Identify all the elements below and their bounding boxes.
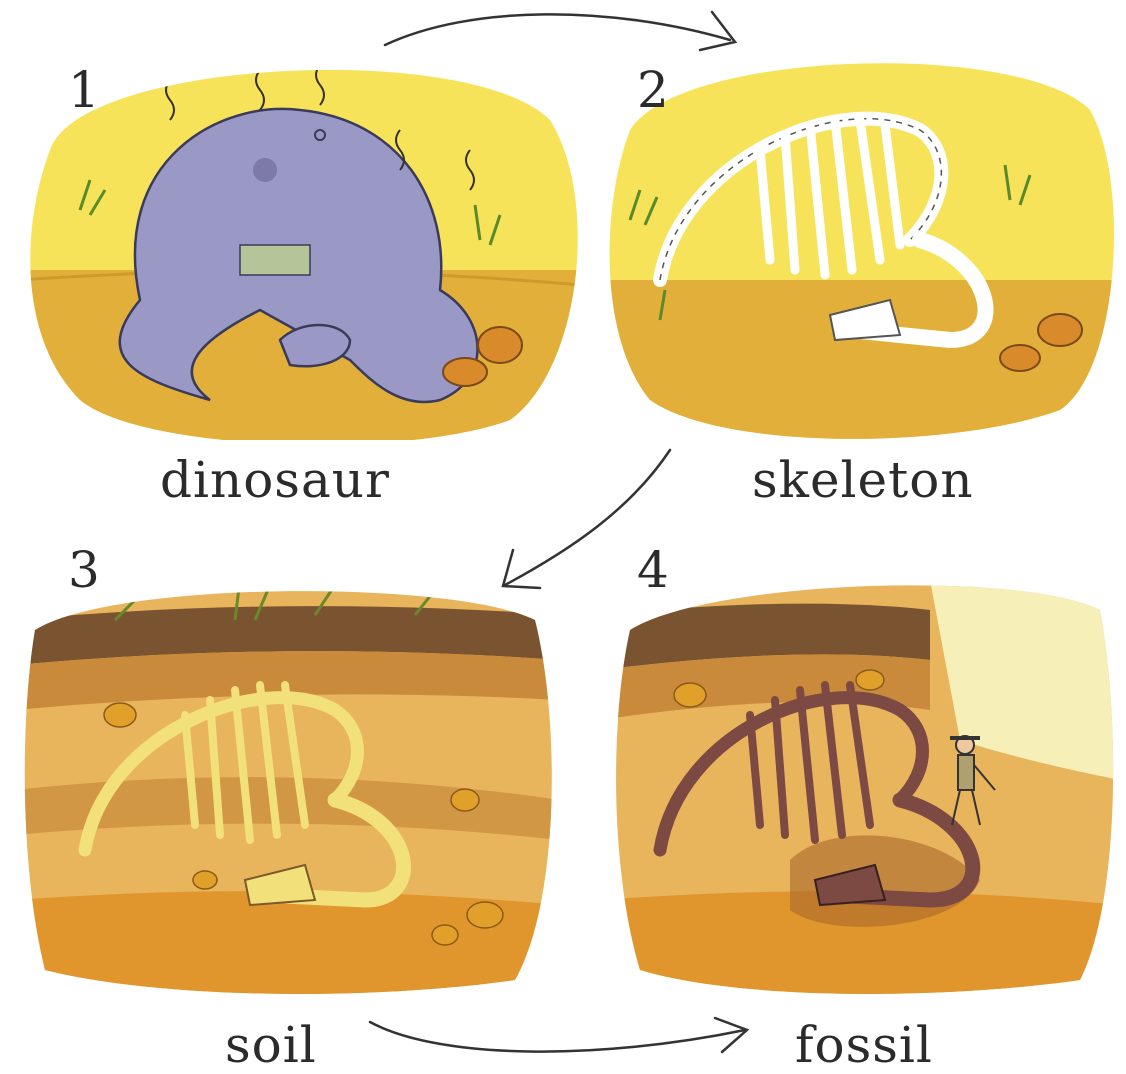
- fossil-illustration: [600, 560, 1120, 1000]
- stage-4-number: 4: [637, 545, 669, 595]
- panel-dinosaur: [20, 40, 580, 440]
- stage-2-number: 2: [637, 65, 669, 115]
- panel-soil: [15, 560, 560, 1000]
- stage-2-label: skeleton: [752, 455, 974, 505]
- panel-skeleton: [590, 40, 1120, 440]
- stage-1-label: dinosaur: [160, 455, 390, 505]
- stage-3-number: 3: [68, 545, 100, 595]
- arrow-3-to-4: [370, 1022, 745, 1052]
- stage-1-number: 1: [68, 65, 100, 115]
- soil-illustration: [15, 560, 560, 1000]
- stage-3-label: soil: [225, 1020, 317, 1070]
- stage-4-label: fossil: [795, 1020, 933, 1070]
- skeleton-illustration: [590, 40, 1120, 440]
- dinosaur-illustration: [20, 40, 580, 440]
- panel-fossil: [600, 560, 1120, 1000]
